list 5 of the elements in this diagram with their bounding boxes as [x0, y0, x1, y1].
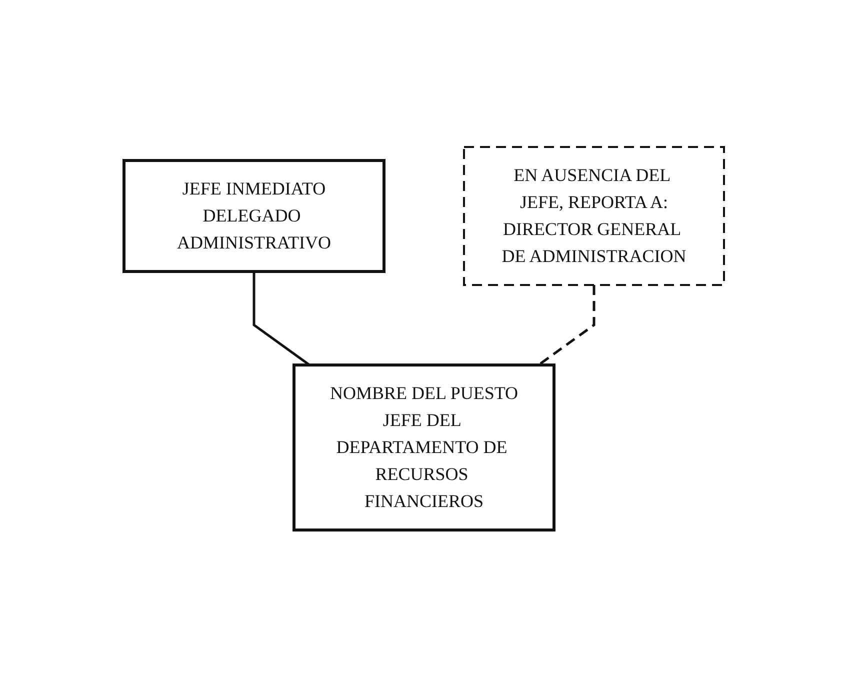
node-box: JEFE INMEDIATO DELEGADO ADMINISTRATIVO — [122, 159, 385, 273]
connector — [252, 272, 310, 366]
node-box: EN AUSENCIA DEL JEFE, REPORTA A: DIRECTOR GENERAL DE ADMINISTRACION — [462, 146, 724, 286]
connector — [537, 285, 595, 366]
node-box: NOMBRE DEL PUESTO JEFE DEL DEPARTAMENTO DE RECURSOS FINANCIEROS — [292, 364, 555, 532]
